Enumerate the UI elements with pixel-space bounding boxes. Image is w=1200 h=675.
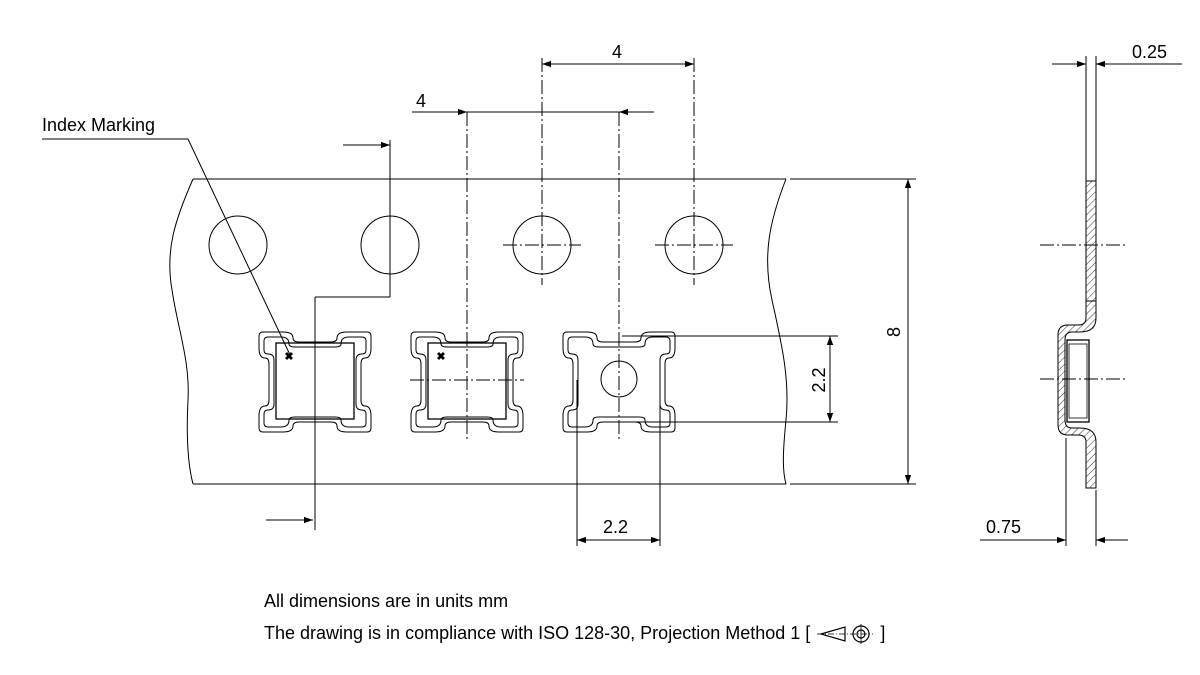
dim-pitch-pocket-label: 4: [416, 91, 426, 111]
dim-pitch-pocket: 4: [412, 91, 654, 116]
dim-pocket-width-label: 2.2: [603, 517, 628, 537]
centre-lines: [314, 58, 695, 530]
dim-pitch-sprocket-label: 4: [612, 42, 622, 62]
dim-pitch-sprocket: 4: [542, 42, 694, 68]
pocket-2: ✖: [410, 331, 524, 433]
note-compliance-prefix: The drawing is in compliance with ISO 12…: [264, 623, 811, 643]
note-compliance: The drawing is in compliance with ISO 12…: [264, 622, 885, 645]
index-mark-2: ✖: [436, 351, 445, 363]
section-plane: [266, 140, 391, 530]
dim-pocket-height: 2.2: [622, 335, 838, 423]
tape-outline: [169, 178, 788, 485]
dim-tape-width-label: 8: [884, 327, 904, 337]
index-marking-label: Index Marking: [42, 115, 155, 135]
first-angle-projection-icon: [817, 624, 874, 645]
dim-tape-width: 8: [790, 178, 916, 485]
dim-thickness: 0.25: [1052, 42, 1182, 181]
dim-pocket-width: 2.2: [576, 380, 661, 546]
index-marking-leader: Index Marking: [42, 115, 292, 358]
sprocket-hole: [208, 215, 268, 275]
note-compliance-suffix: ]: [880, 623, 886, 643]
note-dimensions: All dimensions are in units mm: [264, 591, 509, 611]
dim-pocket-height-label: 2.2: [809, 367, 829, 392]
dim-depth-label: 0.75: [986, 517, 1021, 537]
index-mark-1: ✖: [284, 351, 293, 363]
dim-thickness-label: 0.25: [1132, 42, 1167, 62]
dim-depth: 0.75: [980, 438, 1128, 546]
side-view: [1040, 180, 1128, 489]
sprocket-holes: [208, 215, 733, 275]
